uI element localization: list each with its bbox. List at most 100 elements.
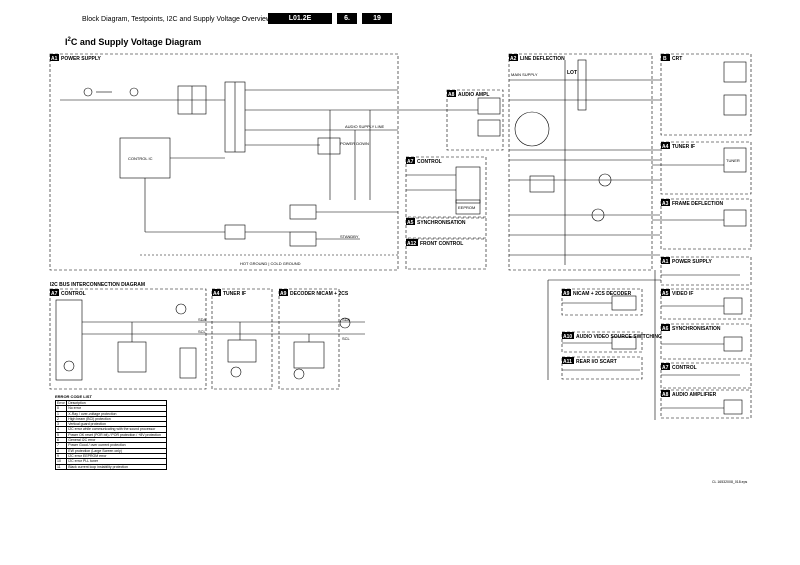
front-control-area xyxy=(405,238,487,270)
i2c-block-label: DECODER NICAM + 2CS xyxy=(290,291,349,297)
nicam-area xyxy=(561,288,643,316)
protection-circuit xyxy=(289,204,317,220)
frame-deflection-area xyxy=(660,198,752,250)
nicam-ic xyxy=(611,295,637,311)
tube-neck xyxy=(514,111,550,147)
sync-ic xyxy=(723,336,743,352)
error-number: 11 xyxy=(54,463,68,470)
sda-label: SDA xyxy=(342,317,351,322)
decoder-ic xyxy=(293,341,325,369)
block-label: AUDIO VIDEO SOURCE SWITCHING xyxy=(576,334,662,340)
block-tags: A1 A2 B A8 A7 A5 A12 A4 A3 A1 A5 A6 A7 A… xyxy=(50,54,670,398)
i2c-section-title: I2C BUS INTERCONNECTION DIAGRAM xyxy=(50,282,145,288)
av-switch-area xyxy=(561,331,643,353)
error-description: I2C error while communicating with the s… xyxy=(66,426,167,433)
error-description: Power OK reset (POR bit) / POR protectio… xyxy=(66,431,167,439)
header-section: 6. xyxy=(337,13,357,24)
error-description: Black current loop instability protectio… xyxy=(66,463,167,470)
sda-label: SDA xyxy=(198,317,207,322)
error-code-title: ERROR CODE LIST xyxy=(55,394,92,399)
lot-label: LOT xyxy=(567,70,577,76)
tag-a6: A6 xyxy=(662,326,669,332)
connector xyxy=(179,347,197,379)
tag-a8-right: A8 xyxy=(662,392,669,398)
optocoupler xyxy=(224,224,246,240)
tuner-ic xyxy=(227,339,257,363)
ground-label: HOT GROUND | COLD GROUND xyxy=(240,261,301,266)
block-label: AUDIO AMPL xyxy=(458,92,489,98)
tag-a1: A1 xyxy=(51,56,58,62)
tag-a1-right: A1 xyxy=(662,259,669,265)
tuner-if-area xyxy=(660,141,752,195)
lot-transformer xyxy=(577,59,587,111)
eeprom-label: EEPROM xyxy=(458,205,475,210)
control-ic-label: CONTROL IC xyxy=(128,156,153,161)
figure-reference: CL 16532008_018.eps xyxy=(712,480,748,484)
block-label: POWER SUPPLY xyxy=(672,259,712,265)
memory-ic xyxy=(117,341,147,373)
tag-a10: A10 xyxy=(563,334,572,340)
crt-socket-1 xyxy=(723,61,747,83)
block-label: POWER SUPPLY xyxy=(61,56,101,62)
header-page: 19 xyxy=(362,13,392,24)
audio-supply-label: AUDIO SUPPLY LINE xyxy=(345,124,385,129)
line-driver xyxy=(529,175,555,193)
tag-a7-i2c: A7 xyxy=(51,291,58,297)
crt-area xyxy=(660,53,752,136)
block-label: FRONT CONTROL xyxy=(420,241,463,247)
error-description: Power Good / over current protection xyxy=(66,442,167,449)
tag-a5: A5 xyxy=(407,220,414,226)
tag-a5-right: A5 xyxy=(662,291,669,297)
page-title: I2C and Supply Voltage Diagram xyxy=(65,37,202,47)
header-model: L01.2E xyxy=(268,13,332,24)
tag-a4: A4 xyxy=(662,144,669,150)
tag-a11: A11 xyxy=(563,359,572,365)
block-label: VIDEO IF xyxy=(672,291,693,297)
header-title: Block Diagram, Testpoints, I2C and Suppl… xyxy=(82,16,271,23)
tag-a7: A7 xyxy=(407,159,414,165)
tag-a8: A8 xyxy=(448,92,455,98)
block-label: CONTROL xyxy=(672,365,697,371)
block-label: TUNER IF xyxy=(672,144,695,150)
control-right-area xyxy=(660,362,752,389)
control-ic xyxy=(455,166,481,204)
power-good-circuit xyxy=(317,137,341,155)
block-label: AUDIO AMPLIFIER xyxy=(672,392,717,398)
tag-a12: A12 xyxy=(407,241,416,247)
block-label: SYNCHRONISATION xyxy=(672,326,721,332)
audio-amp-box-2 xyxy=(477,119,501,137)
block-label: REAR I/O SCART xyxy=(576,359,617,365)
tuner-label: TUNER xyxy=(726,158,740,163)
video-if-ic xyxy=(723,297,743,315)
error-description: EW protection (Large Screen only) xyxy=(66,447,167,454)
power-supply-area xyxy=(49,53,399,271)
tag-a3: A3 xyxy=(662,201,669,207)
sync-right-area xyxy=(660,323,752,360)
block-label: FRAME DEFLECTION xyxy=(672,201,723,207)
video-if-area xyxy=(660,288,752,320)
i2c-block-label: TUNER IF xyxy=(223,291,246,297)
scl-label: SCL xyxy=(198,329,207,334)
crt-socket-2 xyxy=(723,94,747,116)
i2c-tuner-area xyxy=(211,288,273,390)
table-header-cell: Error xyxy=(54,399,68,407)
audio-amp-box-1 xyxy=(477,97,501,115)
standby-circuit xyxy=(289,231,317,247)
frame-ic xyxy=(723,209,747,227)
block-label: LINE DEFLECTION xyxy=(520,56,565,62)
audio-amplifier-area xyxy=(660,389,752,419)
ps-right-area xyxy=(660,256,752,286)
i2c-control-area xyxy=(49,288,207,390)
line-deflection-area xyxy=(508,53,653,271)
scl-label: SCL xyxy=(342,336,351,341)
standby-label: STANDBY xyxy=(340,234,359,239)
audio-amp-ic xyxy=(723,399,743,415)
tag-a4-i2c: A4 xyxy=(213,291,220,297)
tag-b: B xyxy=(663,56,667,62)
